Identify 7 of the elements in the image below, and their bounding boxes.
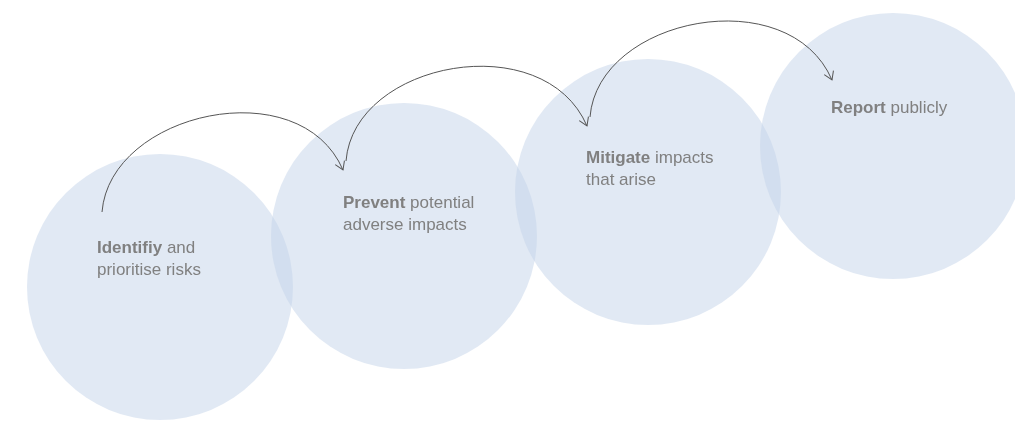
curved-arrow <box>589 20 833 118</box>
step-label: Report publicly <box>831 97 949 119</box>
curved-arrow <box>345 65 588 162</box>
step-label: Mitigate impacts that arise <box>586 147 715 191</box>
step-label: Identifiy and prioritise risks <box>97 237 202 281</box>
step-label: Prevent potential adverse impacts <box>343 192 476 236</box>
curved-arrow <box>101 112 344 213</box>
